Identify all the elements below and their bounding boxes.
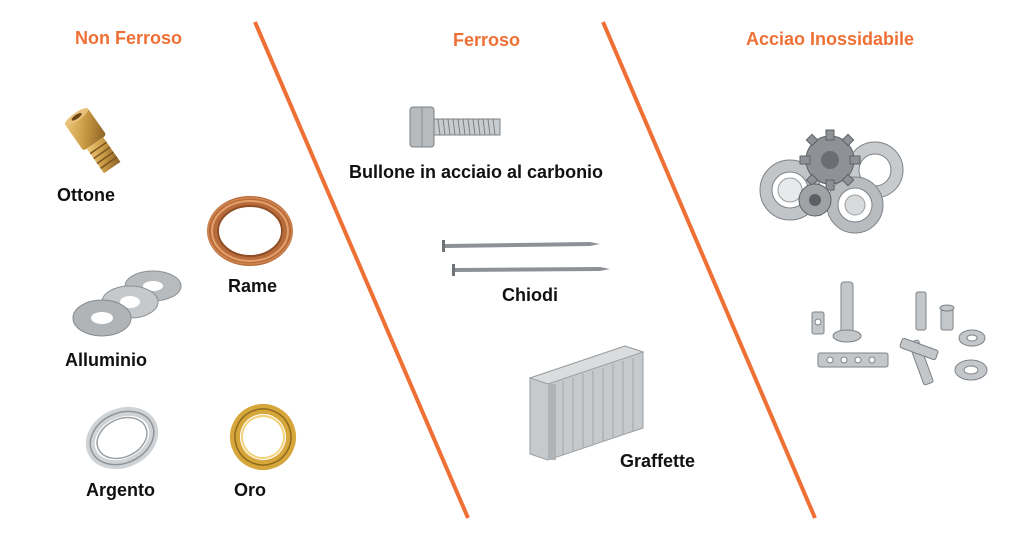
label-rame: Rame [228, 276, 278, 296]
label-argento: Argento [86, 480, 155, 500]
label-chiodi: Chiodi [502, 285, 558, 305]
header-ferroso: Ferroso [453, 30, 521, 50]
aluminium-washers-icon [72, 270, 182, 337]
header-non-ferroso: Non Ferroso [75, 28, 183, 48]
label-oro: Oro [234, 480, 267, 500]
copper-wire-coil-icon [207, 196, 293, 266]
label-graffette: Graffette [620, 451, 696, 471]
carbon-steel-bolt-icon [409, 106, 501, 148]
label-alluminio: Alluminio [65, 350, 147, 370]
steel-gears-bearings-icon [759, 129, 904, 234]
label-bullone: Bullone in acciaio al carbonio [349, 162, 604, 182]
brass-fitting-icon [64, 108, 121, 174]
divider-line-left [253, 21, 470, 519]
divider-line-right [601, 21, 817, 519]
stainless-machined-parts-icon [811, 281, 988, 386]
label-ottone: Ottone [57, 185, 115, 205]
gold-ring-icon [230, 404, 296, 470]
staples-icon [528, 345, 645, 461]
header-acciaio-inossidabile: Acciao Inossidabile [746, 29, 915, 49]
silver-ring-icon [85, 406, 159, 470]
nails-icon [442, 240, 610, 276]
